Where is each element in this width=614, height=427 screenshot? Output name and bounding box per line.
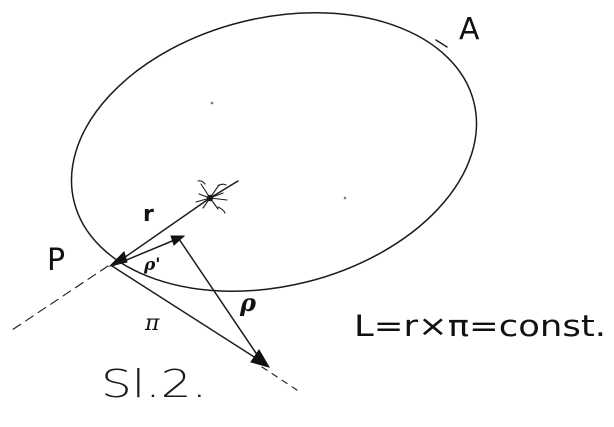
radius-extension <box>209 180 239 199</box>
formula-angular-momentum: L=r×π=const. <box>354 309 606 343</box>
vector-rho-prime-arrowhead <box>170 235 186 246</box>
figure-caption: Sl.2. <box>101 362 207 406</box>
label-perihelion: P <box>47 243 65 278</box>
tangent-line <box>11 265 109 331</box>
label-position-vector: r <box>143 202 154 227</box>
focus-dot-center <box>210 101 214 105</box>
vector-rho <box>178 238 263 363</box>
vector-pi <box>111 265 263 363</box>
tangent-line-extension <box>261 366 301 393</box>
vector-rho-prime <box>111 238 178 267</box>
label-momentum-component: ρ' <box>143 255 161 275</box>
star-sun-icon <box>195 180 228 214</box>
focus-dot-right <box>343 196 347 200</box>
label-momentum-vector: ρ <box>239 288 257 317</box>
aphelion-tick <box>435 39 448 48</box>
orbit-ellipse <box>70 12 478 292</box>
vector-pi-arrowhead <box>250 349 271 368</box>
vector-r <box>117 197 211 263</box>
label-pi-vector: π <box>144 311 160 336</box>
label-aphelion: A <box>459 12 480 47</box>
